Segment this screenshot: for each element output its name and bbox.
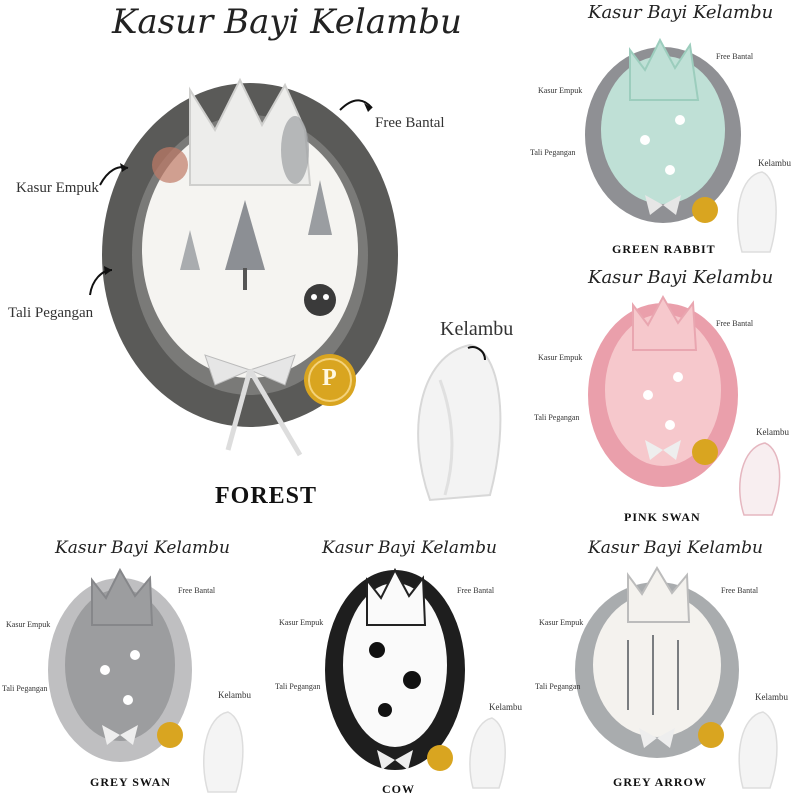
product-name: FOREST <box>215 483 318 509</box>
product-name: COW <box>382 782 415 796</box>
nest-illustration <box>588 294 781 516</box>
product-name: GREEN RABBIT <box>612 242 716 256</box>
panel-title: Kasur Bayi Kelambu <box>55 538 230 558</box>
label-kelambu: Kelambu <box>218 690 251 700</box>
label-kasur-empuk: Kasur Empuk <box>6 620 51 629</box>
panel-forest: Kasur Bayi Kelambu <box>0 0 530 530</box>
nest-illustration <box>89 77 502 502</box>
product-name: PINK SWAN <box>624 510 701 524</box>
panel-green-rabbit: Kasur Bayi Kelambu Free Bantal Kasur Emp… <box>530 0 800 265</box>
panel-title: Kasur Bayi Kelambu <box>588 538 763 558</box>
product-name: GREY SWAN <box>90 775 171 789</box>
label-free-bantal: Free Bantal <box>716 52 754 61</box>
label-free-bantal: Free Bantal <box>721 586 759 595</box>
label-kelambu: Kelambu <box>756 427 789 437</box>
nest-illustration <box>325 567 506 789</box>
panel-title: Kasur Bayi Kelambu <box>322 538 497 558</box>
label-tali-pegangan: Tali Pegangan <box>8 305 94 321</box>
label-free-bantal: Free Bantal <box>178 586 216 595</box>
panel-grey-arrow: Kasur Bayi Kelambu Free Bantal Kasur Emp… <box>533 530 800 800</box>
nest-illustration <box>575 566 778 789</box>
label-kasur-empuk: Kasur Empuk <box>16 180 99 196</box>
panel-pink-swan: Kasur Bayi Kelambu Free Bantal Kasur Emp… <box>530 265 800 530</box>
label-free-bantal: Free Bantal <box>375 115 445 131</box>
label-kasur-empuk: Kasur Empuk <box>538 353 583 362</box>
label-tali-pegangan: Tali Pegangan <box>530 148 576 157</box>
label-tali-pegangan: Tali Pegangan <box>2 684 48 693</box>
label-kasur-empuk: Kasur Empuk <box>538 86 583 95</box>
panel-cow: Kasur Bayi Kelambu Free Bantal Kasur Emp… <box>267 530 533 800</box>
label-kasur-empuk: Kasur Empuk <box>539 618 584 627</box>
panel-title: Kasur Bayi Kelambu <box>112 2 462 42</box>
product-name: GREY ARROW <box>613 775 707 789</box>
nest-illustration <box>48 567 244 793</box>
label-kasur-empuk: Kasur Empuk <box>279 618 324 627</box>
label-kelambu: Kelambu <box>758 158 791 168</box>
label-kelambu: Kelambu <box>440 318 514 340</box>
label-tali-pegangan: Tali Pegangan <box>534 413 580 422</box>
panel-title: Kasur Bayi Kelambu <box>588 2 774 23</box>
label-free-bantal: Free Bantal <box>457 586 495 595</box>
label-kelambu: Kelambu <box>755 692 788 702</box>
label-tali-pegangan: Tali Pegangan <box>535 682 581 691</box>
panel-grey-swan: Kasur Bayi Kelambu Free Bantal Kasur Emp… <box>0 530 267 800</box>
label-free-bantal: Free Bantal <box>716 319 754 328</box>
badge-letter: P <box>322 365 337 391</box>
label-tali-pegangan: Tali Pegangan <box>275 682 321 691</box>
nest-illustration <box>585 37 777 253</box>
panel-title: Kasur Bayi Kelambu <box>588 267 774 288</box>
label-kelambu: Kelambu <box>489 702 522 712</box>
